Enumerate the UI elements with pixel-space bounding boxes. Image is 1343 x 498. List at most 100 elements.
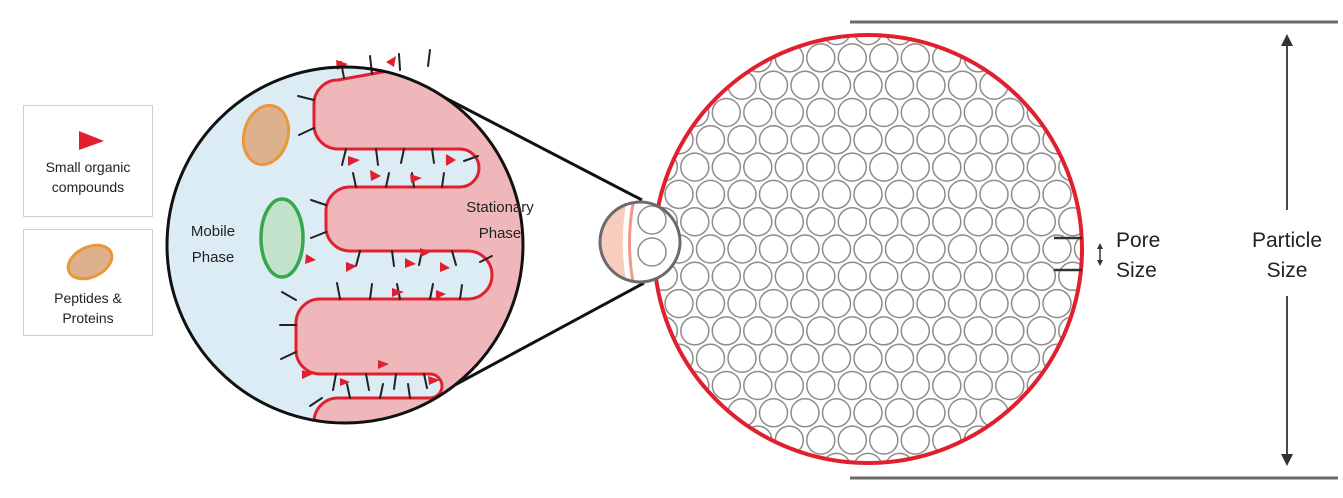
pore-circle <box>711 97 742 128</box>
pore-circle <box>821 343 852 373</box>
pore-circle <box>695 343 726 373</box>
pore-circle <box>1042 234 1072 264</box>
pore-circle <box>884 398 915 428</box>
pore-circle <box>758 288 789 319</box>
pore-circle <box>758 234 789 264</box>
pore-circle <box>900 152 931 182</box>
pore-circle <box>680 261 710 292</box>
particle-size-label-1: Particle <box>1252 229 1322 252</box>
pore-circle <box>727 179 757 210</box>
pore-circle <box>995 316 1025 346</box>
pore-circle <box>932 152 962 182</box>
mobile-phase-label-2: Phase <box>192 249 235 266</box>
pore-circle <box>790 343 820 373</box>
pore-circle <box>900 370 931 401</box>
pore-circle <box>979 343 1009 373</box>
pore-circle <box>995 206 1025 237</box>
pore-circle <box>790 234 820 264</box>
pore-circle <box>758 179 789 210</box>
pore-circle <box>837 425 868 455</box>
pore-circle <box>963 97 994 128</box>
pore-circle <box>916 234 946 264</box>
pore-circle <box>947 234 978 264</box>
pore-circle <box>932 206 962 237</box>
pore-circle <box>979 288 1009 319</box>
pore-circle <box>853 125 883 155</box>
pore-circle <box>711 152 742 182</box>
pore-circle <box>884 288 915 319</box>
pore-circle <box>837 206 868 237</box>
pore-circle <box>1010 288 1041 319</box>
pore-circle <box>853 343 883 373</box>
pore-circle <box>806 152 836 182</box>
pore-circle <box>758 70 789 100</box>
pores <box>654 35 1082 463</box>
legend-small-line1: Small organic <box>45 159 131 175</box>
pore-circle <box>837 316 868 346</box>
pore-circle <box>711 206 742 237</box>
pore-circle <box>979 234 1009 264</box>
pore-circle <box>790 398 820 428</box>
pore-circle <box>963 206 994 237</box>
mobile-phase-label-1: Mobile <box>191 223 235 240</box>
pore-circle <box>806 316 836 346</box>
pore-circle <box>821 179 852 210</box>
pore-circle <box>774 370 805 401</box>
pore-circle <box>869 43 899 73</box>
pore-circle <box>1010 234 1041 264</box>
pore-circle <box>774 152 805 182</box>
pore-circle <box>680 316 710 346</box>
pore-circle <box>680 206 710 237</box>
pore-circle <box>806 370 836 401</box>
pore-circle <box>1010 179 1041 210</box>
pore-circle <box>853 234 883 264</box>
pore-circle <box>963 316 994 346</box>
pore-circle <box>916 70 946 100</box>
pore-circle <box>963 261 994 292</box>
pore-circle <box>758 398 789 428</box>
pore-circle <box>900 206 931 237</box>
pore-circle <box>853 452 883 463</box>
pore-circle <box>916 288 946 319</box>
pore-circle <box>884 70 915 100</box>
pore-circle <box>774 206 805 237</box>
pore-circle <box>821 70 852 100</box>
porous-particle <box>652 33 1084 465</box>
legend-small-line2: compounds <box>51 179 125 195</box>
pore-circle <box>884 234 915 264</box>
particle-size-indicator <box>850 20 1338 480</box>
pore-circle <box>947 343 978 373</box>
pore-circle <box>932 261 962 292</box>
pore-circle <box>853 288 883 319</box>
pore-circle <box>884 125 915 155</box>
pore-circle <box>947 398 978 428</box>
pore-circle <box>821 125 852 155</box>
pore-circle <box>837 261 868 292</box>
pore-circle <box>774 316 805 346</box>
pore-circle <box>743 206 773 237</box>
pore-circle <box>869 370 899 401</box>
pore-circle <box>837 370 868 401</box>
pore-circle <box>947 70 978 100</box>
pore-circle <box>743 316 773 346</box>
pore-circle <box>1026 206 1057 237</box>
pore-circle <box>900 316 931 346</box>
stationary-phase-label-2: Phase <box>479 225 522 242</box>
pore-circle <box>695 125 726 155</box>
pore-circle <box>837 97 868 128</box>
pore-circle <box>727 125 757 155</box>
pore-circle <box>947 179 978 210</box>
pore-circle <box>664 288 694 319</box>
pore-circle <box>711 316 742 346</box>
pore-size-label-1: Pore <box>1116 229 1160 252</box>
pore-circle <box>884 179 915 210</box>
legend-peptides: Peptides & Proteins <box>23 229 153 336</box>
legend-small-organic: Small organic compounds <box>23 105 153 217</box>
pore-circle <box>1042 288 1072 319</box>
pore-circle <box>853 70 883 100</box>
pore-circle <box>947 288 978 319</box>
pore-circle <box>837 43 868 73</box>
pore-circle <box>932 97 962 128</box>
pore-circle <box>837 152 868 182</box>
